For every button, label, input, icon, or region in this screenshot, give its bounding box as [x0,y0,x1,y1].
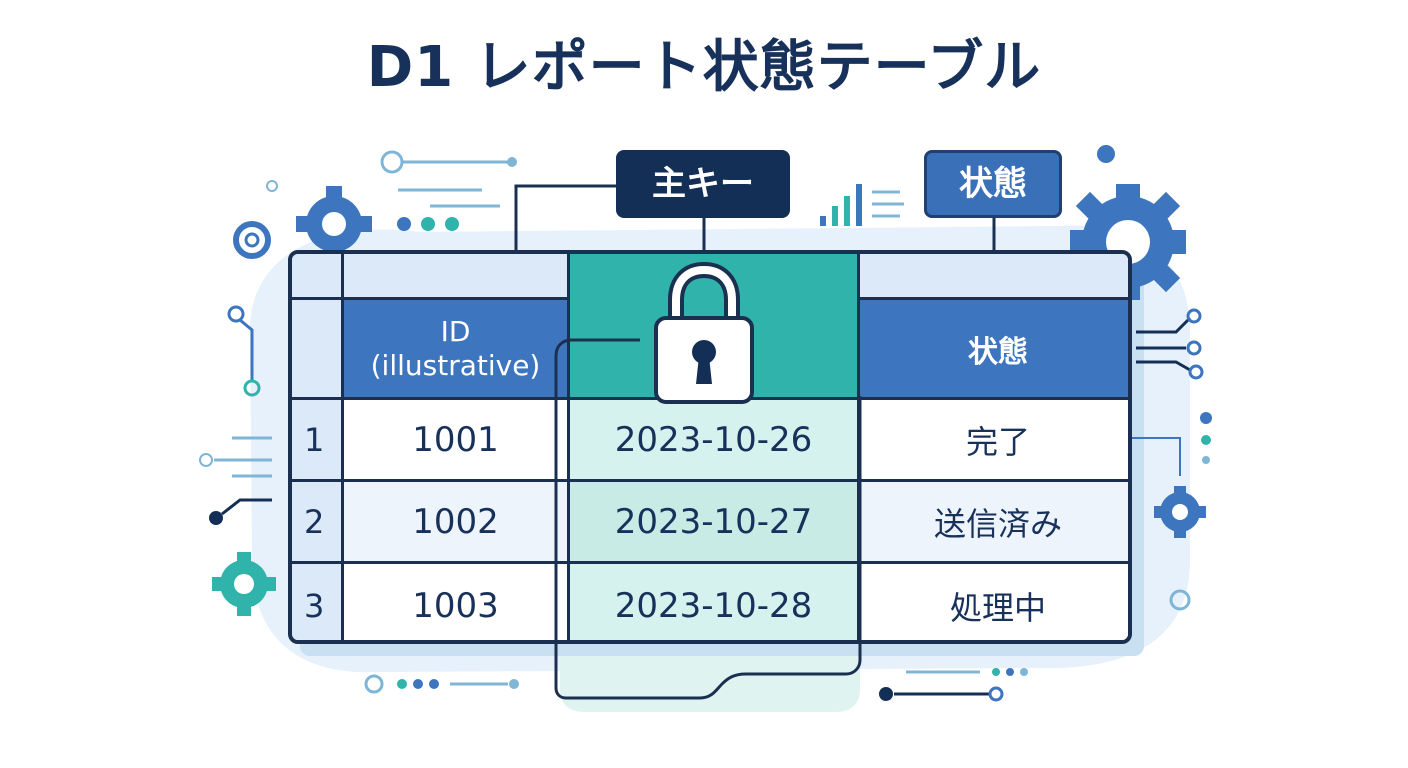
row-number: 1 [292,400,344,482]
row-number-label: 1 [304,420,325,459]
report-status-table: ID (illustrative) 状態 1 1001 2023-10-26 完… [288,250,1132,644]
column-header-status-label: 状態 [968,334,1028,370]
row-number: 2 [292,482,344,564]
diagram-title: D1 レポート状態テーブル [366,35,1042,100]
cell-id-value: 1002 [412,501,499,542]
table-cell-id: 1001 [344,400,570,482]
table-corner-cell [292,254,344,300]
row-number: 3 [292,564,344,640]
table-cell-date: 2023-10-28 [570,564,860,640]
table-top-strip [860,254,1128,300]
table-cell-id: 1002 [344,482,570,564]
table-cell-id: 1003 [344,564,570,640]
cell-status-value: 完了 [965,422,1030,461]
table-cell-status: 処理中 [860,564,1128,640]
row-number-header [292,300,344,400]
cell-date-value: 2023-10-27 [614,501,813,542]
table-cell-status: 送信済み [860,482,1128,564]
table-top-strip [344,254,570,300]
cell-date-value: 2023-10-26 [614,419,813,460]
gear-icon [233,221,271,259]
row-number-label: 2 [304,502,325,541]
cell-status-value: 処理中 [949,589,1046,627]
table-cell-status: 完了 [860,400,1128,482]
circuit-node-icon [199,305,272,525]
column-header-id-label: ID [440,314,471,348]
table-cell-date: 2023-10-26 [570,400,860,482]
circuit-node-icon [364,668,1028,702]
circuit-node-icon [266,150,517,231]
column-header-id: ID (illustrative) [344,300,570,400]
dot-decor [1097,145,1115,163]
column-header-primary-key [570,300,860,400]
status-callout: 状態 [924,150,1062,218]
column-header-status: 状態 [860,300,1128,400]
cell-id-value: 1001 [412,419,499,460]
circuit-node-icon [1114,308,1212,611]
row-number-label: 3 [304,587,325,625]
primary-key-callout: 主キー [616,150,790,218]
column-header-id-sublabel: (illustrative) [370,348,541,382]
gear-icon [1154,486,1206,538]
gear-icon [212,552,276,616]
cell-date-value: 2023-10-28 [614,586,813,626]
cell-status-value: 送信済み [933,504,1062,543]
gear-icon [296,186,372,262]
table-cell-date: 2023-10-27 [570,482,860,564]
bar-chart-icon [820,184,904,226]
pk-connector-left [514,184,616,250]
cell-id-value: 1003 [412,586,499,626]
table-top-strip-pk [570,254,860,300]
